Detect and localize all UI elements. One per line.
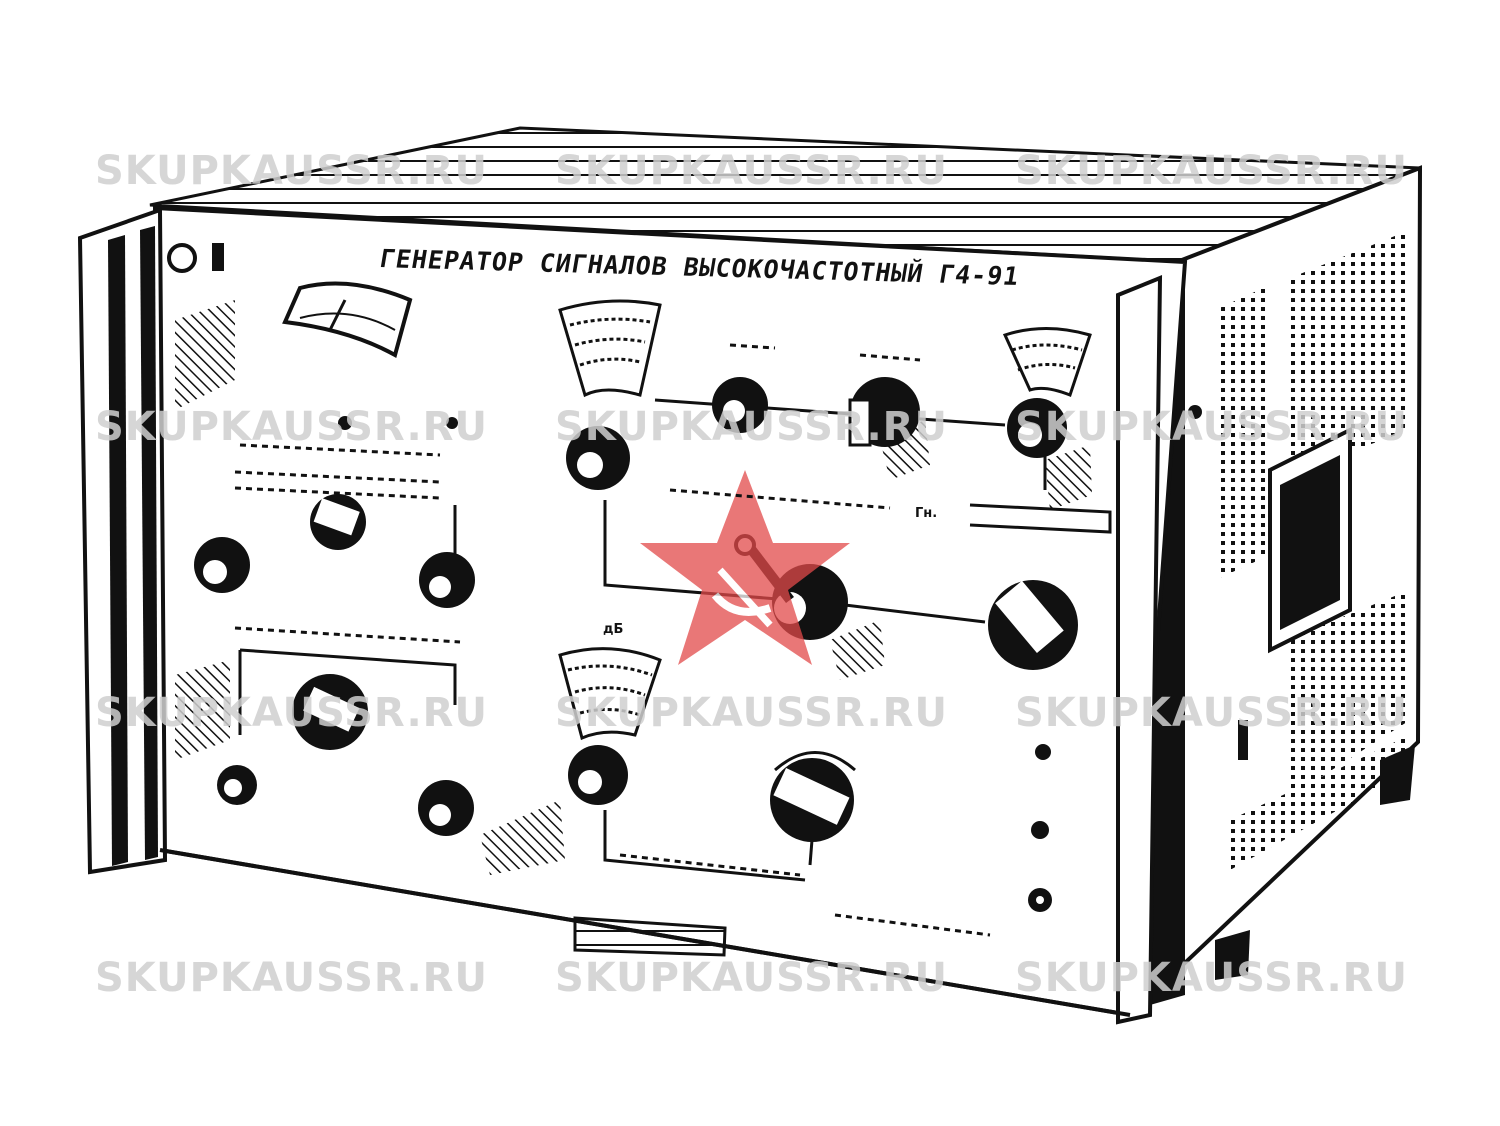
knobs: [167, 243, 1078, 912]
panel-legends: [234, 343, 991, 937]
level-meter: [282, 281, 413, 358]
knob-attenuator-icon[interactable]: [568, 745, 628, 805]
indicator-lamp-2-icon: [446, 417, 458, 429]
frequency-unit-label: Гн.: [915, 506, 938, 521]
output-jack-2-icon[interactable]: [1031, 821, 1049, 839]
shading: [175, 300, 1092, 875]
output-jack-1-icon[interactable]: [1035, 744, 1051, 760]
attenuator-unit-label: дБ: [603, 622, 624, 637]
knob-tuning-icon[interactable]: [712, 377, 768, 433]
knob-small-icon[interactable]: [217, 765, 257, 805]
front-panel: [77, 205, 1188, 1025]
panel-lines: [238, 398, 1112, 882]
knob-mode-icon[interactable]: [848, 377, 920, 447]
indicator-lamp-1-icon: [338, 416, 352, 430]
knob-selector-icon[interactable]: [310, 494, 366, 550]
knob-modulation-icon[interactable]: [770, 751, 856, 843]
output-connector-icon[interactable]: [1028, 888, 1052, 912]
knob-bottom-left-icon[interactable]: [418, 780, 474, 836]
knob-band-icon[interactable]: [988, 580, 1078, 670]
knob-volume-icon[interactable]: [194, 537, 250, 593]
knob-range-icon[interactable]: [292, 674, 368, 750]
star-hammer-sickle-logo: [640, 470, 850, 665]
knob-level-icon[interactable]: [419, 552, 475, 608]
quality-mark-icon: [167, 243, 224, 273]
side-panel: [1128, 165, 1423, 1020]
frequency-scale: [558, 299, 1092, 741]
knob-right-icon[interactable]: [1007, 398, 1067, 458]
knob-frequency-icon[interactable]: [566, 426, 630, 490]
